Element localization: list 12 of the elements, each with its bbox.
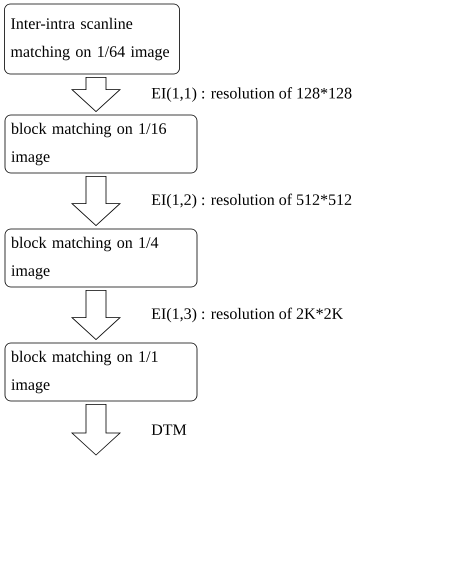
block-arrow (70, 176, 122, 226)
process-box: block matching on 1/16 image (4, 114, 198, 174)
block-arrow (70, 404, 122, 456)
block-arrow (70, 290, 122, 340)
edge-label: EI(1,2) : resolution of 512*512 (152, 194, 352, 208)
process-box: block matching on 1/4 image (4, 228, 198, 288)
block-arrow (70, 77, 122, 112)
edge-label: EI(1,1) : resolution of 128*128 (152, 87, 352, 102)
edge-label: EI(1,3) : resolution of 2K*2K (152, 308, 343, 322)
edge-label: DTM (152, 424, 186, 435)
process-box: Inter-intra scanline matching on 1/64 image (4, 4, 180, 74)
process-box: block matching on 1/1 image (4, 342, 198, 402)
